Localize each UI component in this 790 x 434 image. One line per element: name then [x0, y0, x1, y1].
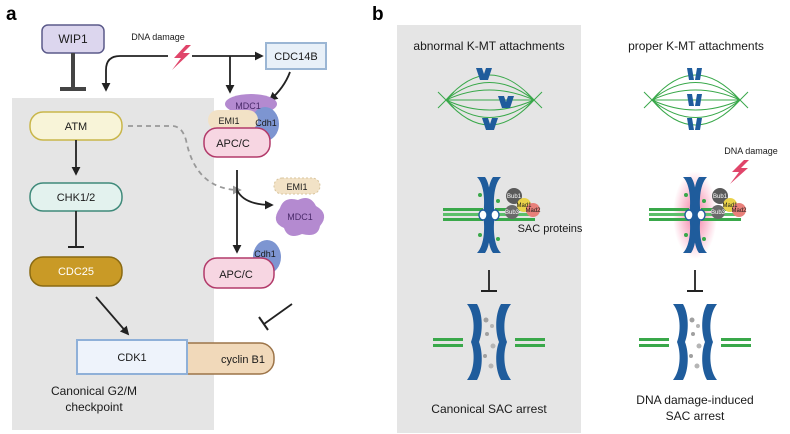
apc-top-label: APC/C [216, 138, 250, 150]
left-sac-proteins-icon: Bub1 Bub3 Mad1 Mad2 [505, 188, 541, 219]
right-caption-line2: SAC arrest [666, 409, 725, 423]
right-sac-label-3: Mad2 [731, 208, 747, 214]
panel-b-letter: b [372, 4, 384, 25]
cdc25-to-cdk1-arrow [95, 296, 130, 336]
apc-complex-top: MDC1 EMI1 Cdh1 APC/C [203, 94, 279, 158]
cdc25-label: CDC25 [58, 266, 94, 278]
cdc14b-label: CDC14B [274, 51, 317, 63]
cdc25-box [29, 256, 123, 287]
dna-damage-label-b: DNA damage [724, 146, 778, 156]
dna-damage-label-a: DNA damage [131, 32, 185, 42]
sac-proteins-label: SAC proteins [518, 223, 583, 235]
cdh1-bottom-label: Cdh1 [254, 249, 276, 259]
apc-bottom-label: APC/C [219, 269, 253, 281]
apc-inhibition-bar [258, 316, 269, 331]
left-caption: Canonical SAC arrest [431, 402, 547, 416]
left-sac-label-3: Mad2 [525, 208, 541, 214]
left-spindle-chromosomes-icon [476, 68, 514, 130]
left-sac-label-1: Bub3 [505, 210, 520, 216]
cdk1-label: CDK1 [117, 352, 146, 364]
right-sac-proteins-icon: Bub1 Bub3 Mad1 Mad2 [711, 188, 747, 219]
cdh1-top-label: Cdh1 [255, 118, 277, 128]
emi1-mdc1-release-arrow [236, 189, 274, 210]
apc-bottom-box [203, 257, 275, 289]
right-separated-chromatids-icon [639, 304, 751, 380]
right-caption-line1: DNA damage-induced [636, 393, 753, 407]
right-title: proper K-MT attachments [628, 39, 764, 53]
atm-label: ATM [65, 121, 87, 133]
right-spindle-icon [643, 74, 749, 126]
dna-damage-bolt-icon [172, 45, 191, 70]
dna-damage-bolt-icon-b [730, 160, 749, 184]
left-sac-label-2: Mad1 [516, 203, 532, 209]
mdc1-free-shape [275, 198, 325, 236]
emi1-top-label: EMI1 [218, 116, 239, 126]
mdc1-top-label: MDC1 [235, 101, 261, 111]
checkpoint-caption-line1: Canonical G2/M [51, 384, 137, 398]
cdc14b-to-cdh1-arrow [268, 71, 291, 102]
right-sac-label-0: Bub1 [713, 194, 728, 200]
right-spindle-chromosomes-icon [687, 68, 702, 130]
right-sac-label-1: Bub3 [711, 210, 726, 216]
checkpoint-caption-line2: checkpoint [65, 400, 123, 414]
panel-a-letter: a [6, 4, 17, 25]
emi1-free-shape [273, 177, 321, 195]
apc-top-box [203, 127, 271, 158]
cdc14b-box [265, 42, 327, 70]
emi1-free-label: EMI1 [286, 182, 307, 192]
right-kinetochore-icon [648, 176, 742, 254]
wip1-label: WIP1 [58, 32, 88, 46]
apc-complex-bottom: Cdh1 APC/C [203, 240, 281, 289]
left-sac-label-0: Bub1 [507, 194, 522, 200]
damage-to-atm-arrow [101, 55, 168, 92]
mdc1-free-label: MDC1 [287, 212, 313, 222]
cdk1-box [76, 339, 188, 375]
atm-to-mdc1-dashed-arrow [128, 125, 242, 195]
cyclin-b1-label: cyclin B1 [221, 354, 265, 366]
apc-inhibition-line [263, 303, 293, 325]
emi1-top-shape [208, 110, 258, 130]
left-title: abnormal K-MT attachments [413, 39, 564, 53]
chk-label: CHK1/2 [57, 192, 96, 204]
right-sac-label-2: Mad1 [722, 203, 738, 209]
